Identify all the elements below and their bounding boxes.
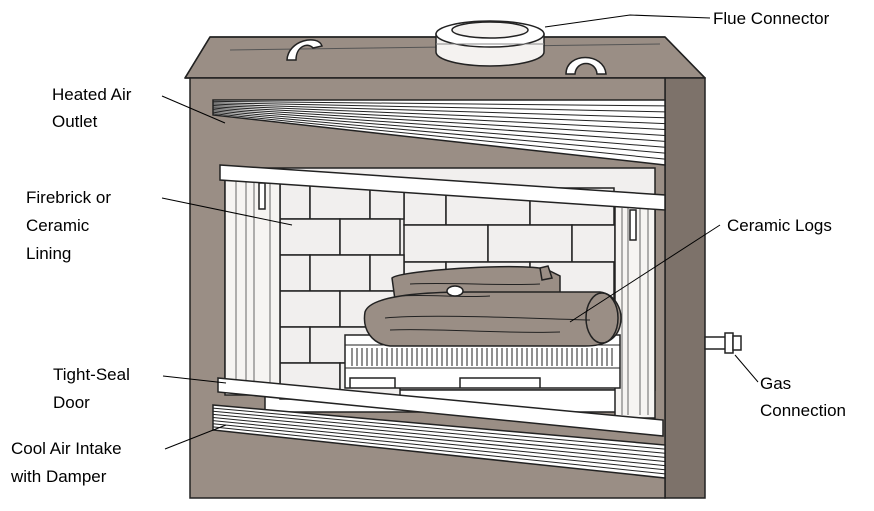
label-cool-air-intake-line1: Cool Air Intake — [11, 439, 122, 458]
label-gas-connection-line2: Connection — [760, 401, 846, 420]
right-side-panel — [665, 78, 705, 498]
gas-connection-pipe — [705, 333, 741, 353]
label-firebrick-line1: Firebrick or — [26, 188, 111, 207]
label-tight-seal-door-line1: Tight-Seal — [53, 365, 130, 384]
label-heated-air-outlet-line1: Heated Air — [52, 85, 132, 104]
tight-seal-door-left — [225, 175, 280, 395]
label-firebrick-line2: Ceramic — [26, 216, 90, 235]
label-flue-connector: Flue Connector — [713, 9, 830, 28]
label-cool-air-intake-line2: with Damper — [10, 467, 107, 486]
flue-connector — [436, 21, 544, 66]
label-ceramic-logs: Ceramic Logs — [727, 216, 832, 235]
label-gas-connection-line1: Gas — [760, 374, 791, 393]
label-heated-air-outlet-line2: Outlet — [52, 112, 98, 131]
label-tight-seal-door-line2: Door — [53, 393, 90, 412]
label-firebrick-line3: Lining — [26, 244, 71, 263]
